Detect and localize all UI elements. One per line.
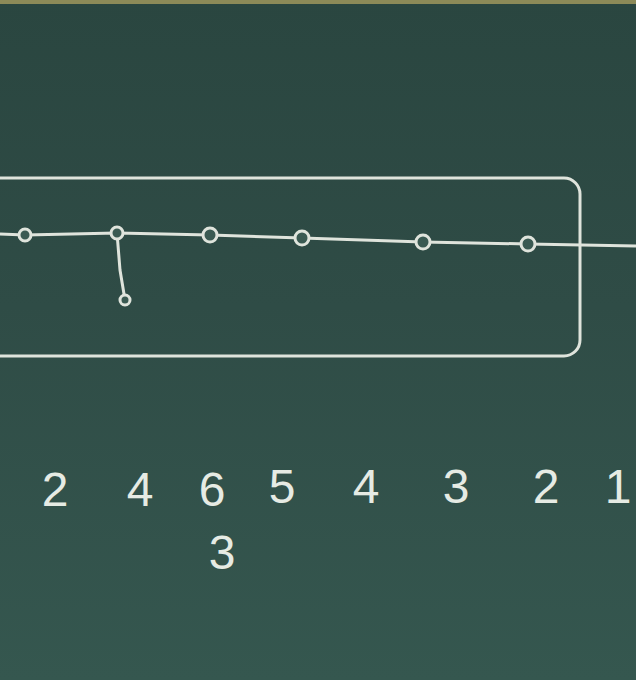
vertex [120, 295, 130, 305]
vertex-degree-number: 5 [269, 463, 296, 511]
vertex-degree-number: 3 [209, 529, 236, 577]
vertex-degree-number: 4 [353, 463, 380, 511]
pendant-line [117, 233, 125, 300]
board-frame [0, 0, 636, 4]
vertex [111, 227, 123, 239]
vertex-degree-number: 4 [127, 466, 154, 514]
path-line [0, 233, 636, 246]
vertex [521, 237, 535, 251]
vertex-degree-number: 1 [605, 463, 632, 511]
vertex-degree-number: 3 [443, 463, 470, 511]
vertex [295, 231, 309, 245]
vertex-degree-number: 2 [42, 466, 69, 514]
vertex-degree-number: 6 [199, 466, 226, 514]
enclosing-outline [0, 178, 580, 356]
vertex [416, 235, 430, 249]
vertex-degree-number: 2 [533, 463, 560, 511]
vertex [203, 228, 217, 242]
vertex [19, 229, 31, 241]
vertex-dots [19, 227, 535, 305]
